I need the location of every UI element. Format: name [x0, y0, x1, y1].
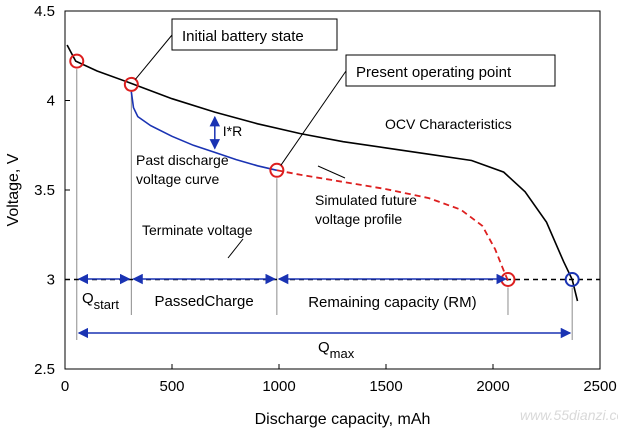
- y-tick-label: 2.5: [34, 361, 55, 378]
- series-line: [66, 44, 579, 302]
- series-line: [130, 91, 278, 172]
- remaining-capacity-label: Remaining capacity (RM): [308, 294, 476, 311]
- x-tick-label: 0: [61, 378, 69, 395]
- y-tick-label: 3.5: [34, 182, 55, 199]
- x-tick-label: 500: [159, 378, 184, 395]
- x-tick-label: 1000: [262, 378, 295, 395]
- guide-lines-layer: [65, 69, 600, 340]
- future-profile-leader: [317, 165, 346, 179]
- q-start-subscript: start: [94, 297, 120, 312]
- point-marker: [269, 162, 285, 178]
- terminate-voltage-leader: [227, 238, 244, 259]
- watermark: www.55dianzi.com: [520, 407, 618, 423]
- ir-label: I*R: [223, 123, 242, 139]
- passed-charge-label: PassedCharge: [154, 293, 253, 310]
- ticks-layer: 0 500 1000 1500 2000 2500 2.5 3 3.5 4 4.5: [34, 3, 617, 395]
- x-tick-label: 2000: [476, 378, 509, 395]
- y-axis-label: Voltage, V: [5, 153, 22, 226]
- past-curve-label-line1: Past discharge: [136, 152, 229, 168]
- initial-state-box: [171, 18, 338, 51]
- range-arrows-layer: [77, 273, 572, 339]
- q-max-main: Q: [318, 339, 330, 356]
- q-max-subscript: max: [330, 346, 355, 361]
- terminate-voltage-label: Terminate voltage: [142, 222, 253, 238]
- series-line: [276, 169, 510, 284]
- present-point-callout: Present operating point: [280, 54, 556, 166]
- future-profile-label-line1: Simulated future: [315, 192, 417, 208]
- present-point-leader: [280, 70, 347, 166]
- y-tick-label: 3: [47, 272, 55, 289]
- initial-state-callout: Initial battery state: [134, 18, 338, 80]
- series-layer: [66, 44, 579, 302]
- present-point-box: [345, 54, 556, 87]
- q-start-main: Q: [82, 290, 94, 307]
- initial-state-leader: [134, 34, 173, 80]
- x-tick-label: 1500: [369, 378, 402, 395]
- point-marker: [123, 76, 139, 92]
- ocv-label: OCV Characteristics: [385, 116, 512, 132]
- x-tick-label: 2500: [583, 378, 616, 395]
- q-max-label: Qmax: [318, 339, 355, 361]
- point-marker: [564, 272, 580, 287]
- point-marker: [69, 53, 85, 69]
- y-tick-label: 4.5: [34, 3, 55, 20]
- y-tick-label: 4: [47, 93, 55, 110]
- q-start-label: Qstart: [82, 290, 119, 312]
- initial-state-label: Initial battery state: [182, 28, 304, 45]
- future-profile-label-line2: voltage profile: [315, 211, 402, 227]
- present-point-label: Present operating point: [356, 64, 512, 81]
- past-curve-label-line2: voltage curve: [136, 171, 219, 187]
- x-axis-label: Discharge capacity, mAh: [255, 411, 431, 428]
